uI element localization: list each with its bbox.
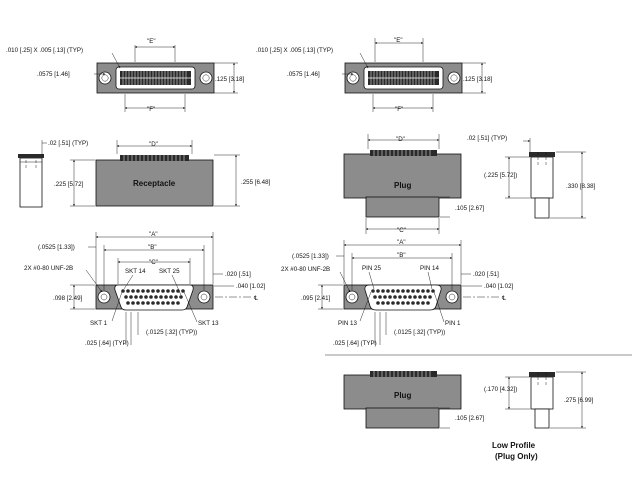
ear-offset-dim-2: (.0525 [1.33]) — [292, 253, 329, 260]
stagger-dim-2: (.0125 [.32] (TYP)) — [394, 329, 445, 336]
dim-d: "D" — [149, 141, 158, 148]
plug-top-view: "E" "F" .010 [.25] X .005 [.13] (TYP) .0… — [256, 37, 493, 113]
flange-height-dim: .125 [3.18] — [215, 76, 245, 83]
dim-a-2: "A" — [397, 239, 406, 246]
dim-d-2: "D" — [396, 136, 405, 143]
dim-a: "A" — [149, 231, 158, 238]
low-profile-subtitle: (Plug Only) — [495, 452, 538, 461]
label-pin13: PIN 13 — [338, 320, 357, 327]
flange-thickness-dim-2: .040 [1.02] — [484, 283, 514, 290]
row-pitch-dim-2: .025 [.64] (TYP) — [333, 340, 377, 347]
dim-b: "B" — [148, 244, 157, 251]
flange-offset-dim-2: .0575 [1.46] — [287, 71, 320, 78]
flange-width-dim: .020 [.51] — [225, 271, 251, 278]
ear-offset-dim: (.0525 [1.33]) — [38, 244, 75, 251]
pin-pitch-callout: .010 [.25] X .005 [.13] (TYP) — [6, 47, 83, 54]
dim-c-2: "C" — [397, 227, 406, 234]
dim-b-2: "B" — [397, 252, 406, 259]
row-pitch-dim: .025 [.64] (TYP) — [85, 340, 129, 347]
plug-side-typ-dim: .02 [.51] (TYP) — [467, 135, 507, 142]
dim-e: "E" — [147, 38, 156, 45]
centerline-symbol-2: ℄ — [501, 295, 506, 302]
centerline-symbol: ℄ — [253, 295, 258, 302]
receptacle-total-dim: .255 [6.48] — [241, 179, 271, 186]
flange-width-dim-2: .020 [.51] — [473, 271, 499, 278]
label-pin14: PIN 14 — [420, 265, 439, 272]
dim-f: "F" — [147, 106, 155, 113]
label-skt25: SKT 25 — [159, 268, 180, 275]
label-skt1: SKT 1 — [90, 320, 108, 327]
label-skt13: SKT 13 — [198, 320, 219, 327]
receptacle-face-view: ℄ "A" "B" "C" (.0525 [1.33]) 2X #0-80 UN… — [24, 231, 266, 347]
low-profile-plug-view: Plug .105 [2.67] (.170 [4.32]) .275 [6.9… — [343, 371, 594, 461]
thread-callout: 2X #0-80 UNF-2B — [24, 265, 73, 272]
low-profile-height-dim: (.170 [4.32]) — [484, 386, 517, 393]
flange-height-dim-2: .125 [3.18] — [463, 76, 493, 83]
flange-offset-dim: .0575 [1.46] — [37, 71, 70, 78]
plug-face-view: ℄ "A" "B" (.0525 [1.33]) 2X #0-80 UNF-2B… — [281, 239, 514, 347]
receptacle-height-dim: .225 [5.72] — [54, 181, 84, 188]
stagger-dim: (.0125 [.32] (TYP)) — [146, 329, 197, 336]
low-profile-total-dim: .275 [6.99] — [564, 397, 594, 404]
receptacle-top-view: "E" "F" .010 [.25] X .005 [.13] (TYP) .0… — [6, 38, 245, 113]
plug-height-dim: (.225 [5.72]) — [484, 172, 517, 179]
plug-front-view: Plug "D" "C" .105 [2.67] — [343, 134, 485, 234]
low-profile-plug-label: Plug — [394, 391, 411, 400]
pin-pitch-callout-2: .010 [.25] X .005 [.13] (TYP) — [256, 47, 333, 54]
low-profile-tail-dim: .105 [2.67] — [455, 415, 485, 422]
thread-callout-2: 2X #0-80 UNF-2B — [281, 266, 330, 273]
label-pin25: PIN 25 — [362, 265, 381, 272]
receptacle-face-height-dim: .098 [2.49] — [53, 295, 83, 302]
receptacle-label: Receptacle — [133, 179, 176, 188]
dim-e-2: "E" — [394, 37, 403, 44]
label-skt14: SKT 14 — [125, 268, 146, 275]
plug-tail-dim: .105 [2.67] — [455, 205, 485, 212]
side-typ-dim: .02 [.51] (TYP) — [48, 140, 88, 147]
label-pin1: PIN 1 — [445, 320, 461, 327]
plug-side-view: .02 [.51] (TYP) (.225 [5.72]) .330 [8.38… — [467, 135, 596, 219]
flange-thickness-dim: .040 [1.02] — [236, 283, 266, 290]
dim-c: "C" — [149, 259, 158, 266]
plug-face-height-dim: .095 [2.41] — [301, 295, 331, 302]
receptacle-front-view: Receptacle "D" .225 [5.72] .255 [6.48] — [54, 140, 271, 207]
receptacle-side-view: .02 [.51] (TYP) — [18, 140, 88, 208]
plug-total-dim: .330 [8.38] — [566, 183, 596, 190]
low-profile-title: Low Profile — [492, 441, 536, 450]
dim-f-2: "F" — [395, 106, 403, 113]
plug-label: Plug — [394, 181, 411, 190]
